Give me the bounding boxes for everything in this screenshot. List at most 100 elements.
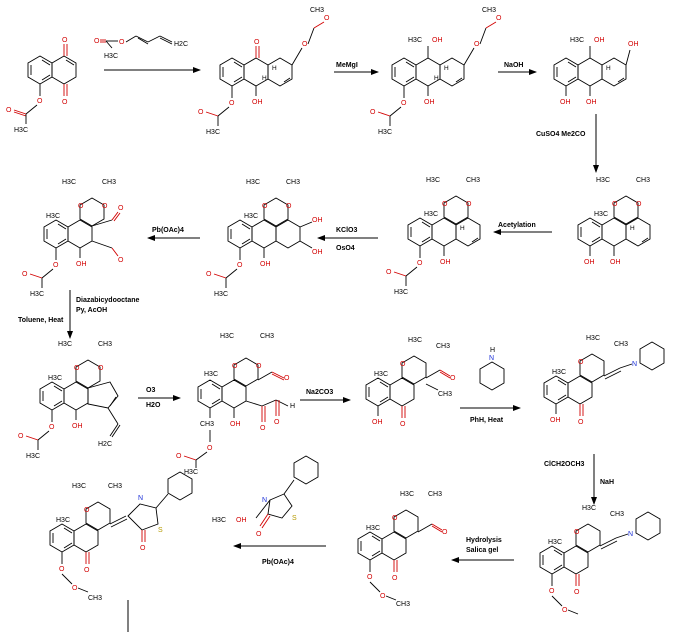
atom-o: O [198, 109, 204, 116]
atom-o: O [102, 203, 108, 210]
reagent-phh-heat: PhH, Heat [470, 417, 504, 424]
atom-o: O [450, 375, 456, 382]
atom-h3c: H3C [378, 129, 392, 136]
reagent-pboac4-2: Pb(OAc)4 [262, 559, 294, 566]
atom-h3c: H3C [48, 375, 62, 382]
reagent-py-acoh: Py, AcOH [76, 307, 107, 314]
reagent-o3: O3 [146, 387, 155, 394]
atom-o: O [84, 567, 90, 574]
atom-n: N [632, 361, 637, 368]
atom-o: O [442, 201, 448, 208]
atom-h3c: H3C [426, 177, 440, 184]
atom-h: H [460, 225, 465, 232]
atom-h3c: H3C [46, 213, 60, 220]
atom-o: O [401, 100, 407, 107]
molecule-thiazolone: N S O H3C OH [212, 455, 319, 538]
atom-n: N [628, 531, 633, 538]
atom-o: O [262, 203, 268, 210]
molecule-enamine: O H3C CH3 H3C N O OH [543, 335, 665, 426]
reagent-naoh: NaOH [504, 62, 523, 69]
atom-h: H [490, 347, 495, 354]
atom-h3c: H3C [26, 453, 40, 460]
atom-o: O [207, 445, 213, 452]
atom-h3c: H3C [400, 491, 414, 498]
atom-o: O [260, 425, 266, 432]
atom-o: O [256, 531, 262, 538]
atom-oh: OH [560, 99, 571, 106]
atom-oh: OH [72, 423, 83, 430]
atom-o: O [84, 507, 90, 514]
atom-h3c: H3C [424, 211, 438, 218]
molecule-diene-acetate: O H3C O H2C [94, 35, 188, 60]
molecule-naphthoquinone: O O O O H3C [6, 37, 77, 134]
atom-oh: OH [424, 99, 435, 106]
atom-o: O [286, 203, 292, 210]
reagent-na2co3: Na2CO3 [306, 389, 333, 396]
atom-ch3: CH3 [98, 341, 112, 348]
atom-o: O [400, 421, 406, 428]
molecule-acetylated-acetonide: O O H3C CH3 H3C H OH O O H3C [386, 177, 481, 296]
atom-o: O [386, 269, 392, 276]
atom-o: O [496, 15, 502, 22]
atom-h3c: H3C [214, 291, 228, 298]
atom-o: O [392, 515, 398, 522]
reagent-kclo3: KClO3 [336, 227, 358, 234]
atom-ch3: CH3 [88, 595, 102, 602]
atom-s: S [158, 527, 163, 534]
atom-oh: OH [236, 517, 247, 524]
atom-o: O [562, 607, 568, 614]
atom-o: O [118, 257, 124, 264]
atom-o: O [237, 262, 243, 269]
reagent-pboac4: Pb(OAc)4 [152, 227, 184, 234]
atom-ch3: CH3 [636, 177, 650, 184]
atom-oh: OH [312, 249, 323, 256]
molecule-mom-enamine: O H3C CH3 H3C N O O O [539, 505, 661, 615]
molecule-ozonolysis-product: O O H3C CH3 H3C O O O H OH CH3 O O H3C [176, 333, 295, 476]
molecule-triol: OH H3C OH H OH OH [553, 37, 639, 106]
atom-o: O [18, 433, 24, 440]
atom-o: O [442, 529, 448, 536]
atom-h: H [606, 65, 611, 72]
atom-h2c: H2C [98, 441, 112, 448]
atom-oh: OH [252, 99, 263, 106]
atom-ch3: CH3 [310, 7, 324, 14]
atom-h3c: H3C [58, 341, 72, 348]
molecule-grignard-product: OH H3C H H OH O O H3C O O CH3 [370, 7, 502, 136]
reagent-acetylation: Acetylation [498, 222, 536, 229]
atom-oh: OH [230, 421, 241, 428]
reagent-toluene-heat: Toluene, Heat [18, 317, 64, 324]
molecule-cyclopentene: O O H3C CH3 H3C H2C OH O O H3C [18, 341, 121, 460]
atom-oh: OH [312, 217, 323, 224]
atom-h2c: H2C [174, 41, 188, 48]
atom-oh: OH [550, 417, 561, 424]
atom-h3c: H3C [204, 371, 218, 378]
atom-h3c: H3C [246, 179, 260, 186]
atom-o: O [232, 363, 238, 370]
reagent-cuso4-acetone: CuSO4 Me2CO [536, 131, 586, 138]
atom-h3c: H3C [220, 333, 234, 340]
molecule-final-product: O H3C CH3 H3C N S O O O O CH3 [49, 471, 193, 602]
atom-h3c: H3C [408, 337, 422, 344]
reagent-h2o: H2O [146, 402, 161, 409]
atom-h3c: H3C [62, 179, 76, 186]
atom-o: O [62, 99, 68, 106]
atom-oh: OH [260, 261, 271, 268]
atom-o: O [612, 201, 618, 208]
atom-ch3: CH3 [438, 391, 452, 398]
reagent-oso4: OsO4 [336, 245, 355, 252]
atom-o: O [466, 201, 472, 208]
atom-h3c: H3C [552, 369, 566, 376]
atom-o: O [284, 375, 290, 382]
atom-h3c: H3C [72, 483, 86, 490]
atom-h: H [272, 65, 277, 72]
atom-o: O [574, 589, 580, 596]
atom-h: H [434, 75, 439, 82]
atom-oh: OH [628, 41, 639, 48]
atom-oh: OH [584, 259, 595, 266]
atom-o: O [574, 529, 580, 536]
atom-o: O [118, 205, 124, 212]
atom-oh: OH [610, 259, 621, 266]
atom-h3c: H3C [184, 469, 198, 476]
atom-h3c: H3C [366, 525, 380, 532]
atom-o: O [59, 566, 65, 573]
